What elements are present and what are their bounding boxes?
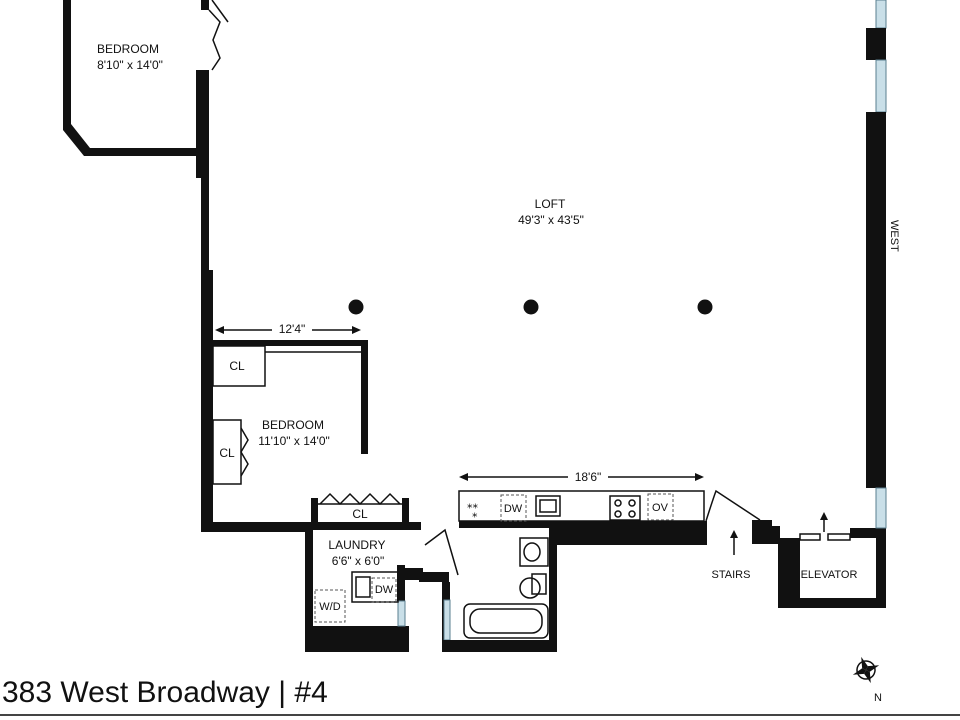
- laundry-name: LAUNDRY: [328, 538, 385, 552]
- stairs-area: [705, 489, 780, 555]
- footer-divider: [0, 714, 960, 716]
- toilet-tank: [531, 573, 547, 595]
- closet-1-box: [212, 345, 266, 387]
- bath-door: [424, 528, 459, 576]
- bedroom-2-name: BEDROOM: [262, 418, 324, 432]
- closet-3: [311, 492, 421, 530]
- column: [348, 299, 364, 315]
- bathtub: [463, 603, 549, 639]
- bedroom-2-dims: 11'10" x 14'0": [258, 434, 330, 448]
- street-label-west: WEST: [888, 220, 900, 252]
- kitchen-sink: [535, 495, 561, 517]
- column: [523, 299, 539, 315]
- dishwasher-1-label: DW: [504, 503, 523, 515]
- bedroom-1-name: BEDROOM: [97, 42, 159, 56]
- columns: [348, 299, 713, 315]
- bathroom: [419, 528, 557, 652]
- dimension-lines: [215, 322, 704, 483]
- washer-dryer: [314, 589, 346, 623]
- svg-text:⁎: ⁎: [472, 508, 478, 520]
- dim-kitchen-length: 18'6": [575, 470, 602, 484]
- bedroom-1-dims: 8'10" x 14'0": [97, 58, 163, 72]
- closet-1-label: CL: [229, 359, 245, 373]
- kitchen-counter: ⁎⁎ ⁎: [458, 490, 707, 545]
- right-wall: [866, 0, 887, 529]
- compass-icon: [852, 656, 880, 684]
- laundry-sink: [355, 576, 371, 598]
- dishwasher-1: [500, 494, 527, 522]
- loft-name: LOFT: [535, 197, 566, 211]
- dim-bedroom-width: 12'4": [279, 322, 306, 336]
- oven: [647, 493, 674, 521]
- washer-dryer-label: W/D: [319, 601, 340, 613]
- folding-door: [208, 9, 221, 71]
- stairs-label: STAIRS: [712, 569, 751, 581]
- listing-title: 383 West Broadway | #4: [2, 676, 328, 709]
- svg-text:⁎⁎: ⁎⁎: [467, 499, 479, 511]
- dishwasher-2: [371, 577, 397, 603]
- laundry-dims: 6'6" x 6'0": [332, 554, 384, 568]
- closet-2-label: CL: [219, 446, 235, 460]
- left-wall: [201, 178, 313, 532]
- closet-3-label: CL: [352, 507, 368, 521]
- column: [697, 299, 713, 315]
- compass-north-label: N: [874, 692, 882, 704]
- elevator-label: ELEVATOR: [801, 569, 858, 581]
- laundry-walls: [305, 530, 423, 652]
- loft-dims: 49'3" x 43'5": [518, 213, 584, 227]
- bedroom-1-walls: [63, 0, 229, 178]
- bedroom-2-walls: [212, 340, 368, 485]
- cooktop: [609, 495, 641, 521]
- oven-label: OV: [652, 502, 669, 514]
- elevator-shaft: [778, 512, 886, 608]
- dishwasher-2-label: DW: [375, 584, 394, 596]
- bath-sink: [519, 537, 549, 567]
